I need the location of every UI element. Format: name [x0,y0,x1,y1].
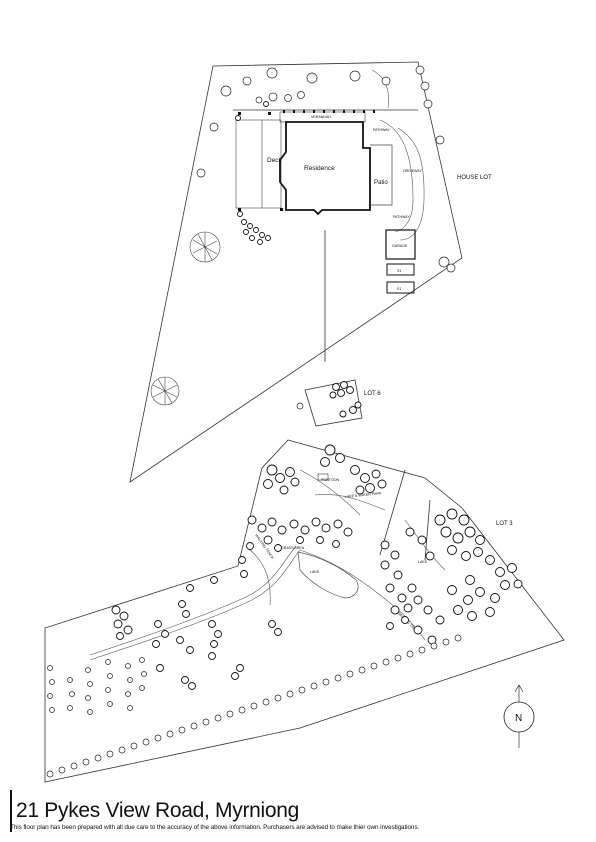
large-trees [150,231,221,406]
house-lot-label: HOUSE LOT [457,175,492,181]
patio-outline [370,144,393,206]
verandah-posts [238,110,375,211]
shed-2-label: S1 [397,287,401,291]
lot-3-label: LOT 3 [496,521,513,527]
house-lot-trees [196,65,456,410]
grass-area-label: GRASS AREA [281,546,305,550]
deck-label: Deck [267,157,283,164]
lake-water-park-label: LAKE & WATER PARK [345,491,382,499]
house-lot-tree-cluster [235,101,271,245]
boundary-tree-line [46,634,462,778]
garage-label: GARAGE [392,244,408,248]
driveway-path [371,69,425,241]
pathway-label-bottom: PATHWAY [393,215,410,219]
shed-1-outline [386,263,415,276]
disclaimer-text: This floor plan has been prepared with a… [10,824,420,831]
residence-outline [279,121,371,216]
deck-area [235,111,366,209]
compass-circle [503,701,535,733]
residence-label: Residence [304,165,335,172]
walking-tracks [89,469,446,661]
lot-6-boundary [304,379,363,427]
compass: N [503,684,535,748]
pathway-label-top: PATHWAY [373,128,390,132]
lower-land-trees [111,444,523,690]
pontoon-label: PONTOON [321,478,340,482]
lake-label-small: LAKE [310,570,320,574]
verandah-label: VERANDAH [311,115,331,119]
patio-label: Patio [374,180,388,186]
property-address: 21 Pykes View Road, Myrniong [16,799,300,822]
lake-label-east: LAKE [418,560,428,564]
shed-1-label: S1 [397,269,401,273]
footer-accent-bar [10,790,12,832]
lot-6-label: LOT 6 [364,391,381,397]
driveway-label: DRIVEWAY [403,169,422,173]
lake-outline [297,551,359,599]
row-plantings [47,657,147,715]
shed-2-outline [386,281,415,294]
lot-6-trees [329,381,362,418]
garage-outline [385,229,416,260]
house-lot-boundary [129,61,463,483]
compass-label: N [515,713,522,724]
pontoon-outline [317,473,329,481]
north-arrowhead-icon [514,684,524,693]
